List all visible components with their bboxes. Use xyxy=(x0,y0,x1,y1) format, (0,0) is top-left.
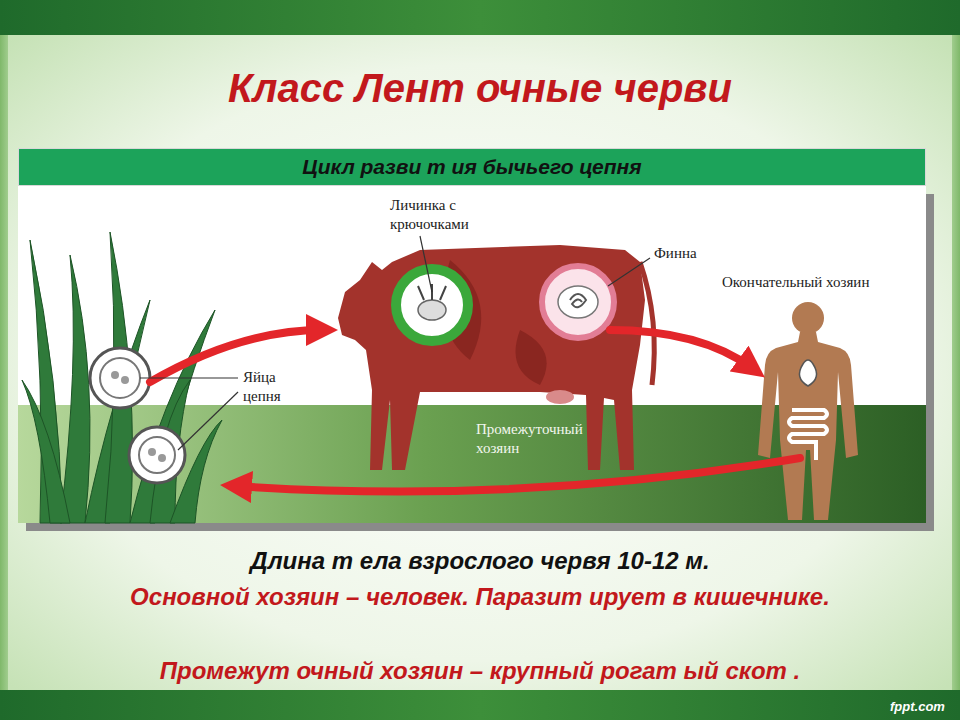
body-length-text: Длина т ела взрослого червя 10-12 м. xyxy=(0,546,960,576)
cow xyxy=(338,245,654,470)
human xyxy=(758,302,858,520)
band-title: Цикл разви т ия бычьего цепня xyxy=(302,155,641,179)
illustration-panel xyxy=(18,186,926,523)
finna-label: Финна xyxy=(654,244,697,263)
slide-title: Класс Лент очные черви xyxy=(0,66,960,111)
larva-label: Личинка с крючочками xyxy=(390,196,498,234)
main-host-text: Основной хозяин – человек. Паразит ирует… xyxy=(120,582,840,612)
intermediate-host-text: Промежут очный хозяин – крупный рогат ый… xyxy=(20,656,940,686)
finna-circle xyxy=(542,266,614,338)
slide-panel xyxy=(8,35,952,690)
eggs-label: Яйца цепня xyxy=(243,368,301,406)
intermediate-host-label: Промежуточный хозяин xyxy=(476,420,598,458)
definitive-host-label: Окончательный хозяин xyxy=(722,273,869,292)
top-bar xyxy=(0,0,960,35)
bottom-bar xyxy=(0,690,960,720)
human-organs xyxy=(789,360,827,460)
leader-lines xyxy=(140,236,650,450)
header-band: Цикл разви т ия бычьего цепня xyxy=(18,148,926,186)
cycle-arrows xyxy=(150,330,800,491)
larva-circle xyxy=(396,269,468,341)
watermark: fppt.com xyxy=(890,699,945,715)
